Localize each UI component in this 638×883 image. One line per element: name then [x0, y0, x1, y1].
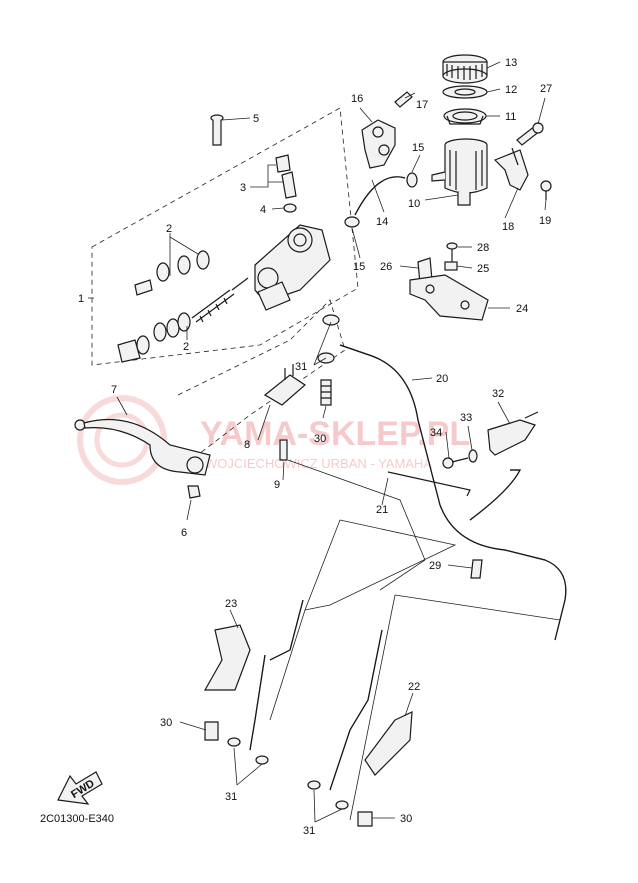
reservoir-plate — [442, 85, 488, 99]
part-label-24: 24 — [516, 303, 528, 315]
part-label-4: 4 — [260, 204, 266, 216]
joint-bolt — [470, 559, 483, 579]
reservoir-cap — [442, 54, 488, 84]
hose-joint — [361, 119, 396, 169]
part-label-30a: 30 — [314, 433, 326, 445]
piston-kit-upper — [134, 250, 210, 296]
lever-nut — [187, 485, 201, 499]
front-brake-switch — [263, 364, 306, 406]
brake-lever — [74, 418, 211, 476]
part-label-15a: 15 — [412, 142, 424, 154]
union-bolt-left — [204, 721, 219, 741]
part-label-2a: 2 — [166, 223, 172, 235]
diagram-code: 2C01300-E340 — [40, 813, 114, 825]
master-cylinder-assembly-box — [91, 107, 359, 366]
stay-screw — [446, 242, 458, 262]
part-label-14: 14 — [376, 216, 388, 228]
bracket-screw — [540, 180, 552, 200]
part-label-21: 21 — [376, 504, 388, 516]
part-label-8: 8 — [244, 439, 250, 451]
part-label-9: 9 — [274, 479, 280, 491]
right-hose-bracket — [329, 629, 413, 791]
brake-hose — [339, 344, 567, 641]
hose-clip — [344, 172, 418, 228]
switch-screw — [279, 439, 288, 461]
part-label-27: 27 — [540, 83, 552, 95]
reservoir-hose — [354, 176, 406, 216]
part-label-2b: 2 — [183, 341, 189, 353]
hose-holder — [487, 411, 539, 456]
left-bracket-frame — [269, 519, 457, 721]
part-label-34: 34 — [430, 427, 442, 439]
leader-lines — [88, 61, 547, 823]
part-label-31b: 31 — [225, 791, 237, 803]
brake-switch — [275, 154, 297, 199]
part-label-28: 28 — [477, 242, 489, 254]
part-label-18: 18 — [502, 221, 514, 233]
part-label-11: 11 — [505, 111, 516, 123]
part-label-15b: 15 — [353, 261, 365, 273]
part-label-31c: 31 — [303, 825, 315, 837]
part-label-3: 3 — [240, 182, 246, 194]
part-label-13: 13 — [505, 57, 517, 69]
holder-washer — [468, 449, 478, 463]
right-bracket-frame — [349, 594, 561, 821]
part-label-33: 33 — [460, 412, 472, 424]
bracket-bolt — [516, 122, 544, 146]
watermark-subtitle: WOJCIECHOWICZ URBAN - YAMAHA — [205, 456, 432, 471]
part-label-17: 17 — [416, 99, 428, 111]
copper-washers-left — [227, 737, 269, 765]
part-label-31a: 31 — [295, 361, 307, 373]
joint-screw — [394, 91, 413, 108]
reservoir-stay-plate — [409, 274, 489, 321]
part-label-1: 1 — [78, 293, 84, 305]
union-bolt-upper — [320, 379, 332, 406]
master-cylinder-body — [254, 224, 331, 311]
stay-nut — [444, 261, 458, 271]
watermark: YAMA-SKLEP.PL WOJCIECHOWICZ URBAN - YAMA… — [77, 395, 470, 485]
reservoir-bracket — [493, 147, 529, 191]
part-label-16: 16 — [351, 93, 363, 105]
upper-hose-frame — [287, 459, 426, 591]
part-label-12: 12 — [505, 84, 517, 96]
part-label-29: 29 — [429, 560, 441, 572]
part-label-30b: 30 — [160, 717, 172, 729]
part-label-20: 20 — [436, 373, 448, 385]
part-label-26: 26 — [380, 261, 392, 273]
union-bolt-right — [357, 811, 373, 827]
reservoir-diaphragm — [443, 108, 487, 125]
switch-washer — [283, 203, 297, 213]
left-hose-bracket — [203, 599, 304, 751]
part-label-10: 10 — [408, 198, 420, 210]
reservoir-tank — [431, 138, 488, 206]
fwd-arrow-icon: FWD — [57, 771, 103, 805]
cable-tie — [387, 471, 471, 497]
part-label-7: 7 — [111, 384, 117, 396]
holder-bolt — [442, 457, 469, 469]
union-bolt — [210, 114, 224, 146]
part-label-32: 32 — [492, 388, 504, 400]
piston-kit-lower — [117, 277, 249, 363]
part-label-19: 19 — [539, 215, 551, 227]
part-label-25: 25 — [477, 263, 489, 275]
part-label-30c: 30 — [400, 813, 412, 825]
part-labels: 13 12 11 10 27 18 19 28 25 26 24 17 16 1… — [78, 57, 552, 837]
lever-assembly-box — [177, 299, 346, 471]
part-label-5: 5 — [253, 113, 259, 125]
part-label-6: 6 — [181, 527, 187, 539]
part-label-22: 22 — [408, 681, 420, 693]
part-label-23: 23 — [225, 598, 237, 610]
